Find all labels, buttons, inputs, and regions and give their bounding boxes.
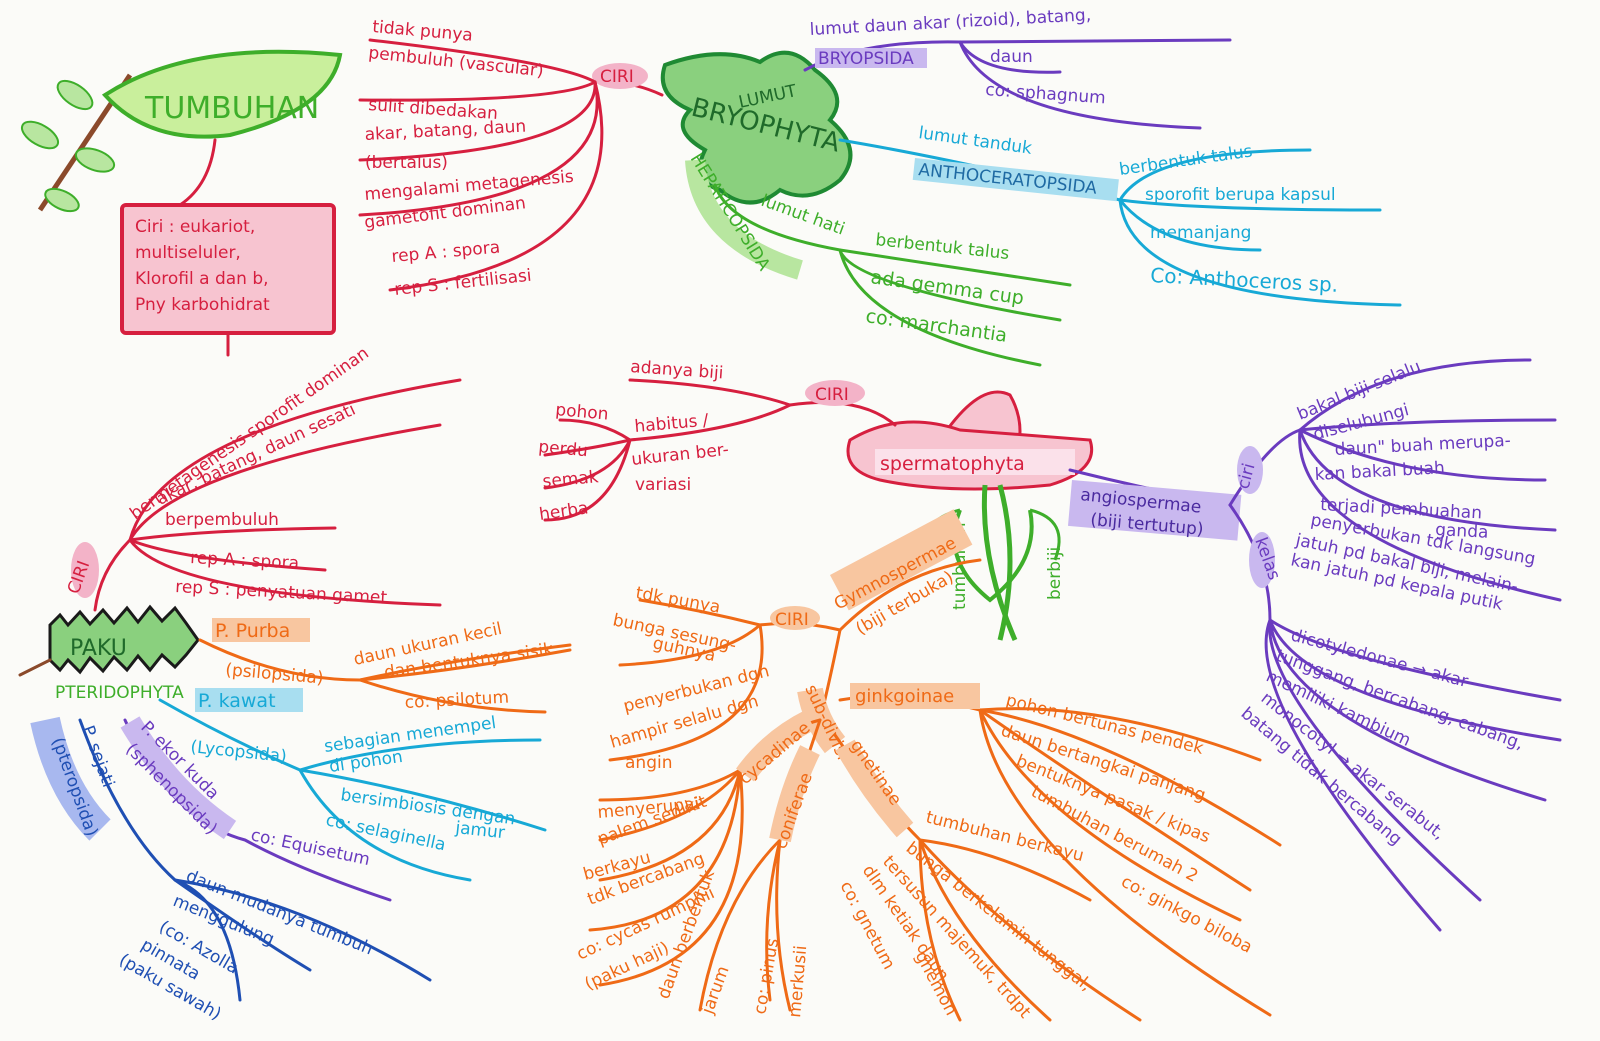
angiospermae-ciri-items: bakal biji selalu diselubungi daun" buah… <box>1289 357 1537 615</box>
gymnospermae-ciri-items: tdk punya bunga sesung- guhnya penyerbuk… <box>608 583 772 773</box>
root-characteristic: Klorofil a dan b, <box>135 269 269 289</box>
kawat-item: jamur <box>453 818 505 843</box>
bryophyta-leaf-shape <box>660 50 853 205</box>
ginkgoinae-name: ginkgoinae <box>855 686 954 707</box>
anthoceratopsida-item: memanjang <box>1150 223 1251 243</box>
ekor-kuda-highlight <box>120 716 237 840</box>
spermatophyta-label: spermatophyta <box>880 453 1025 475</box>
bryopsida-highlight <box>815 48 927 68</box>
angiospermae-ciri-item: kan bakal buah <box>1314 458 1445 485</box>
root-characteristics: Ciri : eukariot, multiseluler, Klorofil … <box>135 217 270 315</box>
bryophyta-ciri-label: CIRI <box>600 67 634 87</box>
anthoceratopsida-item: Co: Anthoceros sp. <box>1150 263 1339 297</box>
paku-ciri-item: rep A : spora <box>190 548 300 574</box>
bryopsida-item: lumut daun akar (rizoid), batang, <box>809 5 1091 40</box>
purba-name: P. Purba <box>215 620 290 642</box>
angiospermae-ciri-highlight <box>1237 446 1263 494</box>
gnetinae-highlight <box>835 739 914 838</box>
kawat-name: P. kawat <box>198 690 276 712</box>
paku-leaf-shape <box>48 604 200 675</box>
angiospermae-kelas-highlight <box>1249 532 1275 588</box>
habitus-item: semak <box>542 467 600 492</box>
angiospermae-ciri-item: ganda <box>1435 520 1489 543</box>
ginkgoinae-highlight <box>850 683 980 709</box>
bryophyta-ciri-items: tidak punya pembuluh (vascular) sulit di… <box>363 17 574 300</box>
bryophyta-ciri-item: (bertalus) <box>365 153 448 173</box>
hepaticopsida-highlight <box>685 159 803 280</box>
anthoceratopsida-highlight <box>912 158 1119 202</box>
habitus-item: herba <box>538 498 590 525</box>
ginkgoinae-item: co: ginkgo biloba <box>1118 872 1256 958</box>
habitus-item: pohon <box>555 400 610 425</box>
kawat-class: (Lycopsida) <box>189 737 287 767</box>
anthoceratopsida-title: lumut tanduk <box>917 123 1033 159</box>
bryopsida-item: co: sphagnum <box>985 80 1107 108</box>
spermatophyta-ciri-highlight <box>805 380 865 406</box>
gymnospermae-ciri-item: tdk punya <box>634 583 722 618</box>
spermatophyta-ciri-items: adanya biji habitus / ukuran ber- varias… <box>630 357 730 495</box>
bryophyta-ciri-item: rep A : spora <box>391 238 501 267</box>
coniferae-items: daun berbentuk jarum co: pinus merkusii <box>654 867 811 1018</box>
purba-class: (psilopsida) <box>225 660 325 688</box>
root-leaf-shape <box>101 49 343 139</box>
bryophyta-ciri-highlight <box>592 63 648 89</box>
spermatophyta-ciri-item: habitus / <box>634 411 710 437</box>
bryophyta-ciri-item: akar, batang, daun <box>364 117 526 145</box>
spermatophyta-side-label: berbiji <box>1045 547 1065 600</box>
sejati-highlight <box>30 716 111 841</box>
gymnospermae-ciri-item: angin <box>625 753 672 773</box>
anthoceratopsida-item: berbentuk talus <box>1118 141 1254 180</box>
spermatophyta-ciri-item: variasi <box>635 475 691 495</box>
bryophyta-ciri-item: pembuluh (vascular) <box>367 43 544 81</box>
spermatophyta-ciri-label: CIRI <box>815 385 849 405</box>
habitus-items: pohon perdu semak herba <box>538 400 610 525</box>
paku-ciri-highlight <box>71 542 99 598</box>
hepaticopsida-item: ada gemma cup <box>869 266 1025 309</box>
root-characteristic: Pny karbohidrat <box>135 295 270 315</box>
hepaticopsida-item: co: marchantia <box>864 305 1008 347</box>
bryophyta-ciri-item: rep S : fertilisasi <box>393 266 532 300</box>
anthoceratopsida-item: sporofit berupa kapsul <box>1145 185 1336 205</box>
bryopsida-item: daun <box>990 47 1033 67</box>
paku-label: PAKU <box>70 636 127 661</box>
spermatophyta-highlight <box>875 449 1075 475</box>
habitus-item: perdu <box>538 437 589 461</box>
gymnospermae-ciri-highlight <box>770 606 820 630</box>
coniferae-item: co: pinus <box>750 937 783 1016</box>
purba-highlight <box>212 618 310 642</box>
angiospermae-ciri-item: daun" buah merupa- <box>1334 431 1511 460</box>
gnetinae-items: tumbuhan berkayu bunga berkelamin tungga… <box>836 807 1096 1022</box>
bryopsida-name: BRYOPSIDA <box>818 49 914 69</box>
root-title: TUMBUHAN <box>144 91 319 126</box>
kawat-item: sebagian menempel <box>323 713 498 757</box>
root-characteristic: multiseluler, <box>135 243 241 263</box>
gymnospermae-ciri-label: CIRI <box>775 610 809 630</box>
gymnospermae-highlight <box>830 509 973 611</box>
spermatophyta-ciri-item: ukuran ber- <box>630 440 729 470</box>
paku-ciri-item: berpembuluh <box>165 510 279 530</box>
angiospermae-kelas-items: dicotyledonae → akar tunggang, bercabang… <box>1237 626 1526 850</box>
cycadinae-highlight <box>736 710 816 782</box>
coniferae-highlight <box>769 745 820 843</box>
kawat-highlight <box>195 688 303 712</box>
sub-divisi-highlight <box>797 687 846 754</box>
anthoceratopsida-name: ANTHOCERATOPSIDA <box>917 160 1098 199</box>
paku-latin: PTERIDOPHYTA <box>55 683 184 703</box>
paku-ciri-item: rep S : penyatuan gamet <box>175 577 388 608</box>
root-characteristic: Ciri : eukariot, <box>135 217 255 237</box>
coniferae-item: merkusii <box>785 945 811 1019</box>
angiospermae-highlight <box>1067 480 1242 541</box>
paku-ciri-items: bermetagenesis sporofit dominan akar, ba… <box>126 343 387 608</box>
ginkgoinae-items: pohon bertunas pendek daun bertangkai pa… <box>998 690 1255 957</box>
